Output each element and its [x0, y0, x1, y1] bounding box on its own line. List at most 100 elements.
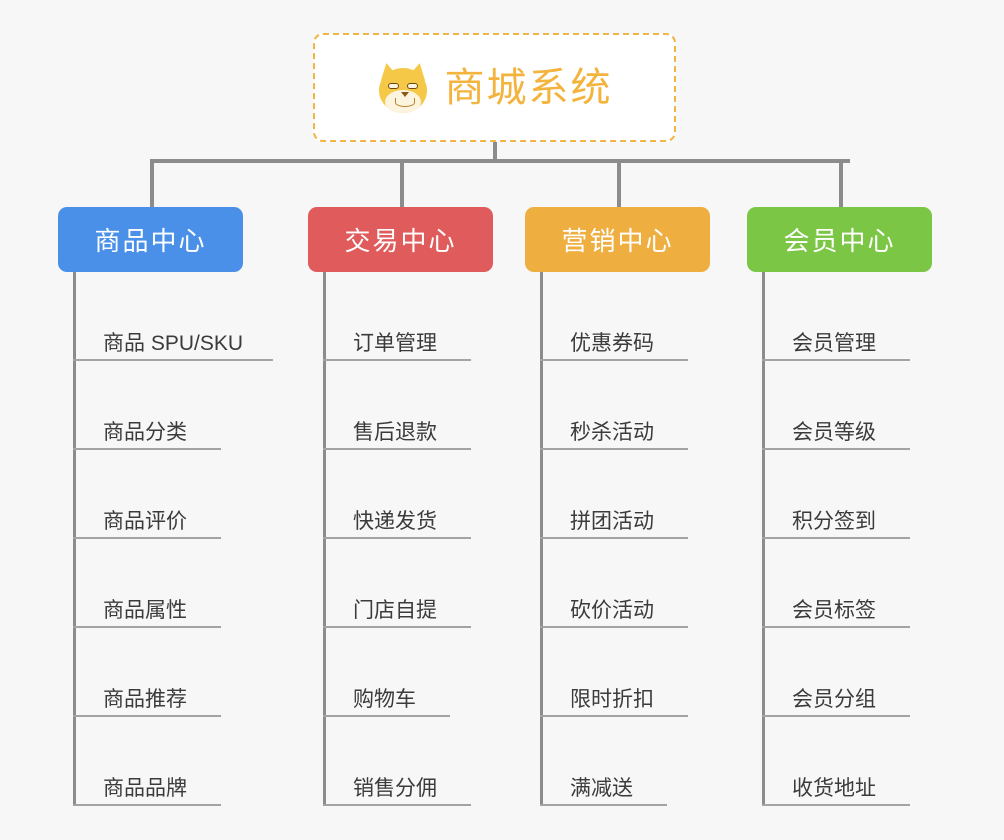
column-items-1: 商品 SPU/SKU 商品分类商品评价商品属性商品推荐商品品牌	[58, 272, 273, 806]
root-node-content: 商城系统	[377, 60, 613, 113]
column-2: 交易中心订单管理售后退款快递发货门店自提购物车销售分佣	[308, 207, 493, 806]
leaf-item-label: 砍价活动	[570, 599, 654, 622]
leaf-item-underline	[540, 626, 688, 628]
column-spine	[73, 272, 76, 806]
leaf-item[interactable]: 优惠券码	[525, 272, 710, 361]
leaf-item-underline	[540, 804, 667, 806]
leaf-item-label: 限时折扣	[570, 688, 654, 711]
leaf-item-label: 售后退款	[353, 421, 437, 444]
root-node[interactable]: 商城系统	[313, 33, 676, 142]
connector-stem-3	[617, 159, 621, 207]
leaf-item-underline	[762, 448, 910, 450]
leaf-item-underline	[323, 804, 471, 806]
leaf-item[interactable]: 限时折扣	[525, 628, 710, 717]
leaf-item-label: 商品评价	[103, 510, 187, 533]
column-4: 会员中心会员管理会员等级积分签到会员标签会员分组收货地址	[747, 207, 932, 806]
connector-stem-1	[150, 159, 154, 207]
leaf-item[interactable]: 拼团活动	[525, 450, 710, 539]
leaf-item-underline	[762, 359, 910, 361]
leaf-item[interactable]: 商品属性	[58, 539, 243, 628]
column-header-1[interactable]: 商品中心	[58, 207, 243, 272]
leaf-item-label: 商品分类	[103, 421, 187, 444]
leaf-item-underline	[323, 448, 471, 450]
column-header-label: 会员中心	[783, 226, 896, 256]
leaf-item-label: 满减送	[570, 777, 633, 800]
leaf-item[interactable]: 秒杀活动	[525, 361, 710, 450]
leaf-item-underline	[73, 448, 221, 450]
leaf-item-label: 会员标签	[792, 599, 876, 622]
connector-horizontal-bus	[150, 159, 850, 163]
leaf-item[interactable]: 收货地址	[747, 717, 932, 806]
column-items-2: 订单管理售后退款快递发货门店自提购物车销售分佣	[308, 272, 493, 806]
connector-root-stem	[493, 142, 497, 162]
leaf-item-underline	[73, 715, 221, 717]
leaf-item[interactable]: 商品评价	[58, 450, 243, 539]
root-title: 商城系统	[444, 65, 613, 110]
leaf-item[interactable]: 商品 SPU/SKU	[58, 272, 273, 361]
leaf-item-label: 订单管理	[353, 332, 437, 355]
leaf-item-label: 会员等级	[792, 421, 876, 444]
leaf-item-underline	[323, 537, 471, 539]
leaf-item-label: 销售分佣	[353, 777, 437, 800]
leaf-item-underline	[323, 626, 471, 628]
leaf-item-label: 门店自提	[353, 599, 437, 622]
connector-stem-2	[400, 159, 404, 207]
column-1: 商品中心商品 SPU/SKU 商品分类商品评价商品属性商品推荐商品品牌	[58, 207, 273, 806]
leaf-item-label: 会员管理	[792, 332, 876, 355]
leaf-item[interactable]: 积分签到	[747, 450, 932, 539]
leaf-item-underline	[540, 537, 688, 539]
leaf-item[interactable]: 会员等级	[747, 361, 932, 450]
column-header-3[interactable]: 营销中心	[525, 207, 710, 272]
leaf-item-label: 商品 SPU/SKU	[103, 332, 244, 355]
leaf-item[interactable]: 购物车	[308, 628, 493, 717]
shiba-inu-dog-face-icon	[377, 60, 429, 113]
leaf-item-underline	[762, 804, 910, 806]
column-items-3: 优惠券码秒杀活动拼团活动砍价活动限时折扣满减送	[525, 272, 710, 806]
column-items-4: 会员管理会员等级积分签到会员标签会员分组收货地址	[747, 272, 932, 806]
leaf-item[interactable]: 订单管理	[308, 272, 493, 361]
leaf-item[interactable]: 满减送	[525, 717, 710, 806]
leaf-item-underline	[323, 359, 471, 361]
leaf-item[interactable]: 售后退款	[308, 361, 493, 450]
leaf-item-label: 收货地址	[792, 777, 876, 800]
leaf-item-label: 商品品牌	[103, 777, 187, 800]
leaf-item-underline	[73, 537, 221, 539]
leaf-item[interactable]: 快递发货	[308, 450, 493, 539]
column-3: 营销中心优惠券码秒杀活动拼团活动砍价活动限时折扣满减送	[525, 207, 710, 806]
leaf-item-underline	[762, 715, 910, 717]
leaf-item[interactable]: 砍价活动	[525, 539, 710, 628]
leaf-item-underline	[762, 537, 910, 539]
leaf-item[interactable]: 销售分佣	[308, 717, 493, 806]
leaf-item[interactable]: 商品品牌	[58, 717, 243, 806]
leaf-item[interactable]: 会员管理	[747, 272, 932, 361]
leaf-item-underline	[762, 626, 910, 628]
leaf-item-underline	[540, 359, 688, 361]
column-header-label: 商品中心	[94, 226, 207, 256]
leaf-item-underline	[73, 804, 221, 806]
column-header-2[interactable]: 交易中心	[308, 207, 493, 272]
leaf-item-label: 秒杀活动	[570, 421, 654, 444]
leaf-item-underline	[540, 715, 688, 717]
leaf-item-label: 优惠券码	[570, 332, 654, 355]
column-spine	[762, 272, 765, 806]
leaf-item[interactable]: 商品推荐	[58, 628, 243, 717]
leaf-item-label: 商品属性	[103, 599, 187, 622]
leaf-item[interactable]: 会员标签	[747, 539, 932, 628]
connector-stem-4	[839, 159, 843, 207]
leaf-item-underline	[73, 359, 273, 361]
column-spine	[540, 272, 543, 806]
leaf-item-underline	[73, 626, 221, 628]
column-header-4[interactable]: 会员中心	[747, 207, 932, 272]
leaf-item-underline	[323, 715, 450, 717]
column-header-label: 营销中心	[561, 226, 674, 256]
leaf-item-underline	[540, 448, 688, 450]
leaf-item-label: 积分签到	[792, 510, 876, 533]
leaf-item-label: 快递发货	[353, 510, 437, 533]
column-header-label: 交易中心	[344, 226, 457, 256]
leaf-item[interactable]: 商品分类	[58, 361, 243, 450]
leaf-item-label: 购物车	[353, 688, 416, 711]
leaf-item[interactable]: 门店自提	[308, 539, 493, 628]
leaf-item[interactable]: 会员分组	[747, 628, 932, 717]
leaf-item-label: 商品推荐	[103, 688, 187, 711]
